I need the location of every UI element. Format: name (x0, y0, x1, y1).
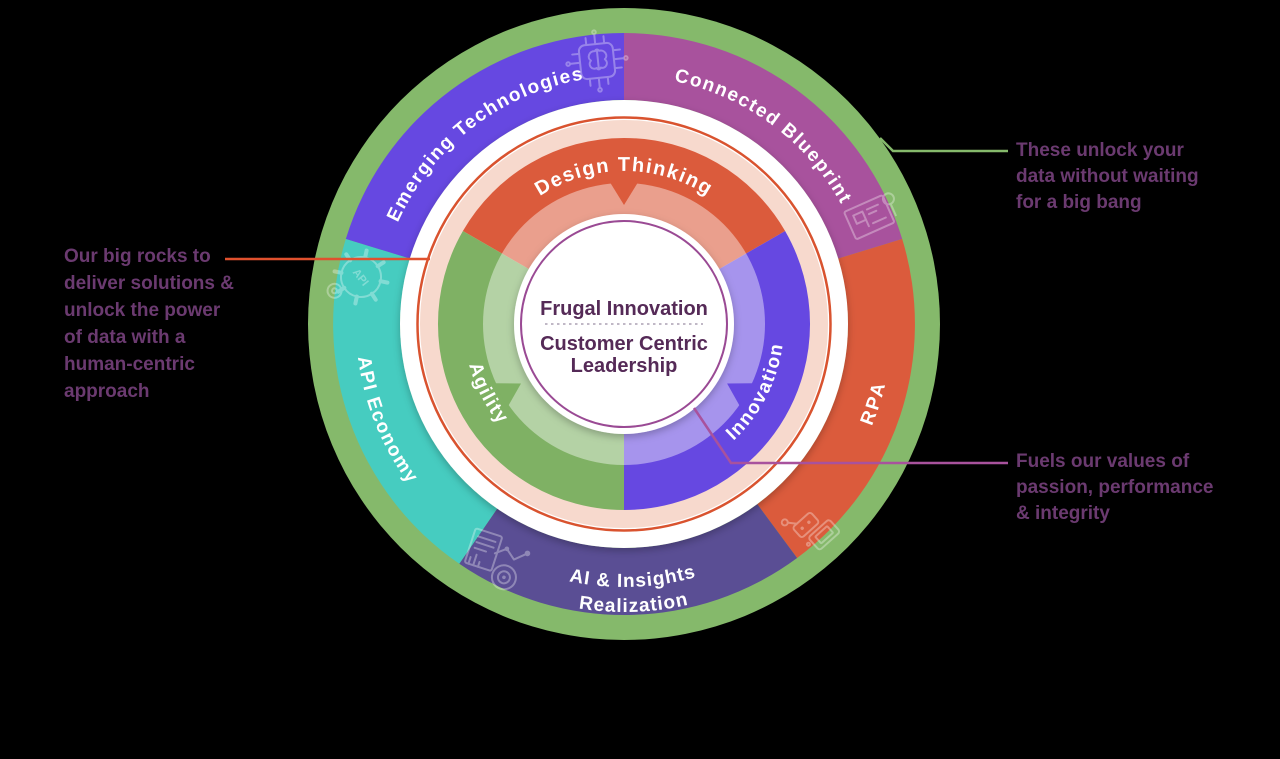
icon-detail (814, 525, 834, 545)
icon-detail (807, 520, 811, 524)
icon-detail (623, 55, 629, 61)
icon-detail (843, 194, 895, 240)
icon-detail (591, 29, 597, 35)
segment-emerging-technologies (345, 33, 624, 259)
center-title: Frugal Innovation (540, 298, 708, 320)
segment-ai-insights-realization (459, 504, 798, 615)
center-circle-ring (520, 220, 728, 428)
annotation-big-rocks: Our big rocks to deliver solutions & unl… (64, 246, 234, 402)
icon-detail (524, 550, 531, 557)
icon-detail (881, 192, 895, 206)
icon-detail (808, 519, 841, 551)
segment-rpa (757, 239, 915, 558)
icon-detail (464, 527, 503, 572)
segment-api-economy (333, 239, 498, 564)
icon-detail (587, 48, 608, 71)
center-subtitle-line2: Leadership (571, 355, 678, 377)
icon-detail (800, 526, 804, 530)
blueprint-icon (843, 192, 897, 240)
icon-detail (473, 535, 497, 553)
icon-detail (502, 575, 506, 580)
segment-connected-blueprint (624, 33, 903, 259)
agility-pointer (493, 383, 521, 408)
chip-brain-icon (565, 29, 629, 93)
icon-detail (490, 564, 517, 591)
icon-detail (565, 61, 571, 67)
icon-detail (780, 518, 789, 527)
outer-wheel (333, 33, 915, 615)
inner-ring-border (416, 116, 832, 532)
annotation-unlock-data: These unlock your data without waiting f… (1016, 140, 1199, 213)
annotation-values: Fuels our values of passion, performance… (1016, 451, 1214, 524)
icon-detail (786, 521, 798, 525)
robot-icon (780, 511, 841, 551)
icon-detail (792, 511, 820, 538)
icon-detail (577, 41, 617, 81)
analytics-icon (464, 527, 531, 591)
icon-detail (852, 202, 897, 228)
design-thinking-pointer (609, 181, 639, 205)
icon-detail (326, 282, 343, 299)
leader-line-unlock-data (879, 137, 1008, 153)
icon-detail (493, 547, 529, 561)
icon-detail (340, 256, 382, 298)
segment-innovation (624, 231, 811, 510)
center-subtitle-line1: Customer Centric (540, 333, 708, 355)
innovation-pointer (727, 383, 755, 408)
icon-detail (805, 541, 811, 547)
icon-detail (569, 33, 625, 89)
icon-detail (504, 546, 510, 552)
icon-detail (331, 287, 339, 295)
icon-detail (332, 248, 390, 306)
icon-detail (467, 553, 481, 568)
icon-detail (597, 87, 603, 93)
segment-agility (437, 231, 624, 510)
icon-detail (496, 570, 511, 585)
leader-line-values (692, 407, 1008, 465)
